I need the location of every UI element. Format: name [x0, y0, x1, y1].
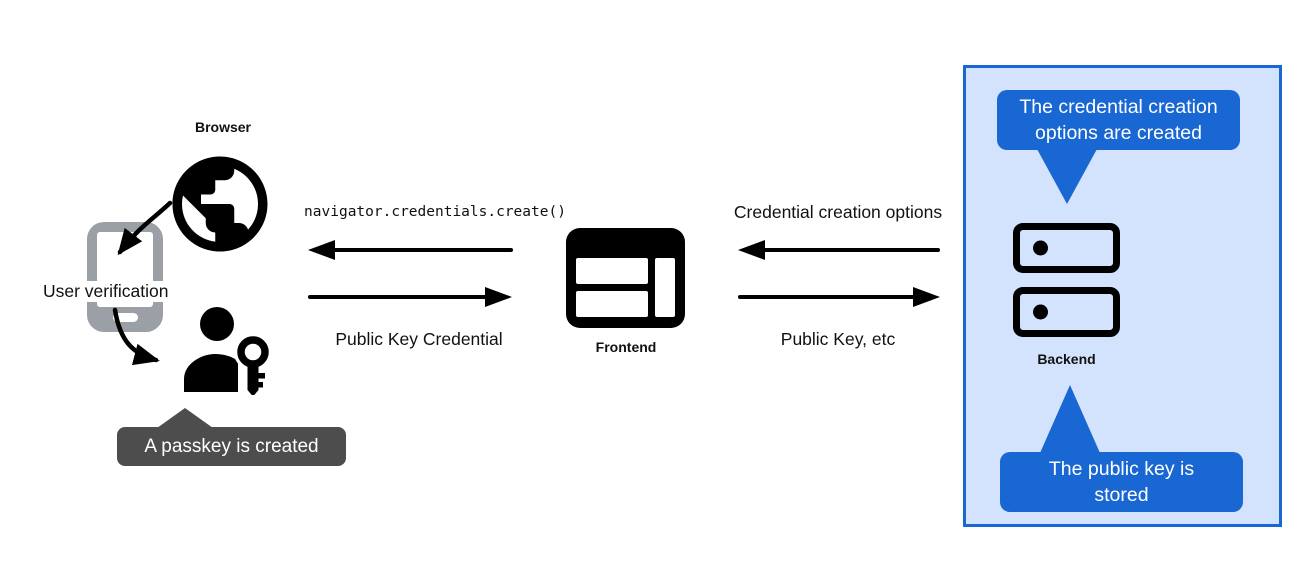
credential-creation-options-label: Credential creation options	[733, 202, 943, 222]
user-verification-label: User verification	[40, 281, 172, 302]
smartphone-icon	[87, 222, 163, 332]
arrow-shaft	[761, 248, 940, 252]
callout-pointer-up-icon	[1040, 385, 1100, 453]
arrow-shaft	[738, 295, 917, 299]
passkey-created-text: A passkey is created	[144, 436, 319, 457]
backend-label: Backend	[1037, 351, 1096, 367]
arrow-browser-to-frontend	[308, 287, 512, 307]
window-pane	[655, 258, 675, 317]
browser-window-icon	[566, 228, 685, 328]
server-unit-icon	[1013, 287, 1120, 337]
create-call-label: navigator.credentials.create()	[304, 204, 566, 220]
callout-pointer-down-icon	[1037, 149, 1097, 204]
public-key-credential-label: Public Key Credential	[335, 329, 503, 349]
arrow-frontend-to-browser	[308, 240, 513, 260]
arrow-shaft	[308, 295, 489, 299]
person-with-key-icon	[184, 307, 271, 395]
public-key-stored-callout: The public key is stored	[1000, 385, 1243, 512]
globe-icon	[172, 156, 268, 252]
server-led-icon	[1033, 240, 1048, 256]
public-key-stored-text: The public key is stored	[1048, 458, 1195, 506]
arrow-frontend-to-backend	[738, 287, 940, 307]
arrow-backend-to-frontend	[738, 240, 940, 260]
window-pane	[576, 291, 648, 317]
callout-pointer-up-icon	[157, 408, 213, 428]
server-led-icon	[1033, 304, 1048, 320]
server-stack-icon	[1013, 223, 1120, 337]
server-unit-icon	[1013, 223, 1120, 273]
frontend-label: Frontend	[595, 339, 657, 355]
browser-label: Browser	[194, 119, 252, 135]
public-key-etc-label: Public Key, etc	[780, 329, 896, 349]
options-created-text: The credential creation options are crea…	[1019, 96, 1218, 144]
window-pane	[576, 258, 648, 284]
passkey-created-callout: A passkey is created	[117, 408, 346, 466]
arrow-shaft	[331, 248, 513, 252]
options-created-callout: The credential creation options are crea…	[997, 90, 1240, 204]
backend-panel: The credential creation options are crea…	[963, 65, 1282, 527]
